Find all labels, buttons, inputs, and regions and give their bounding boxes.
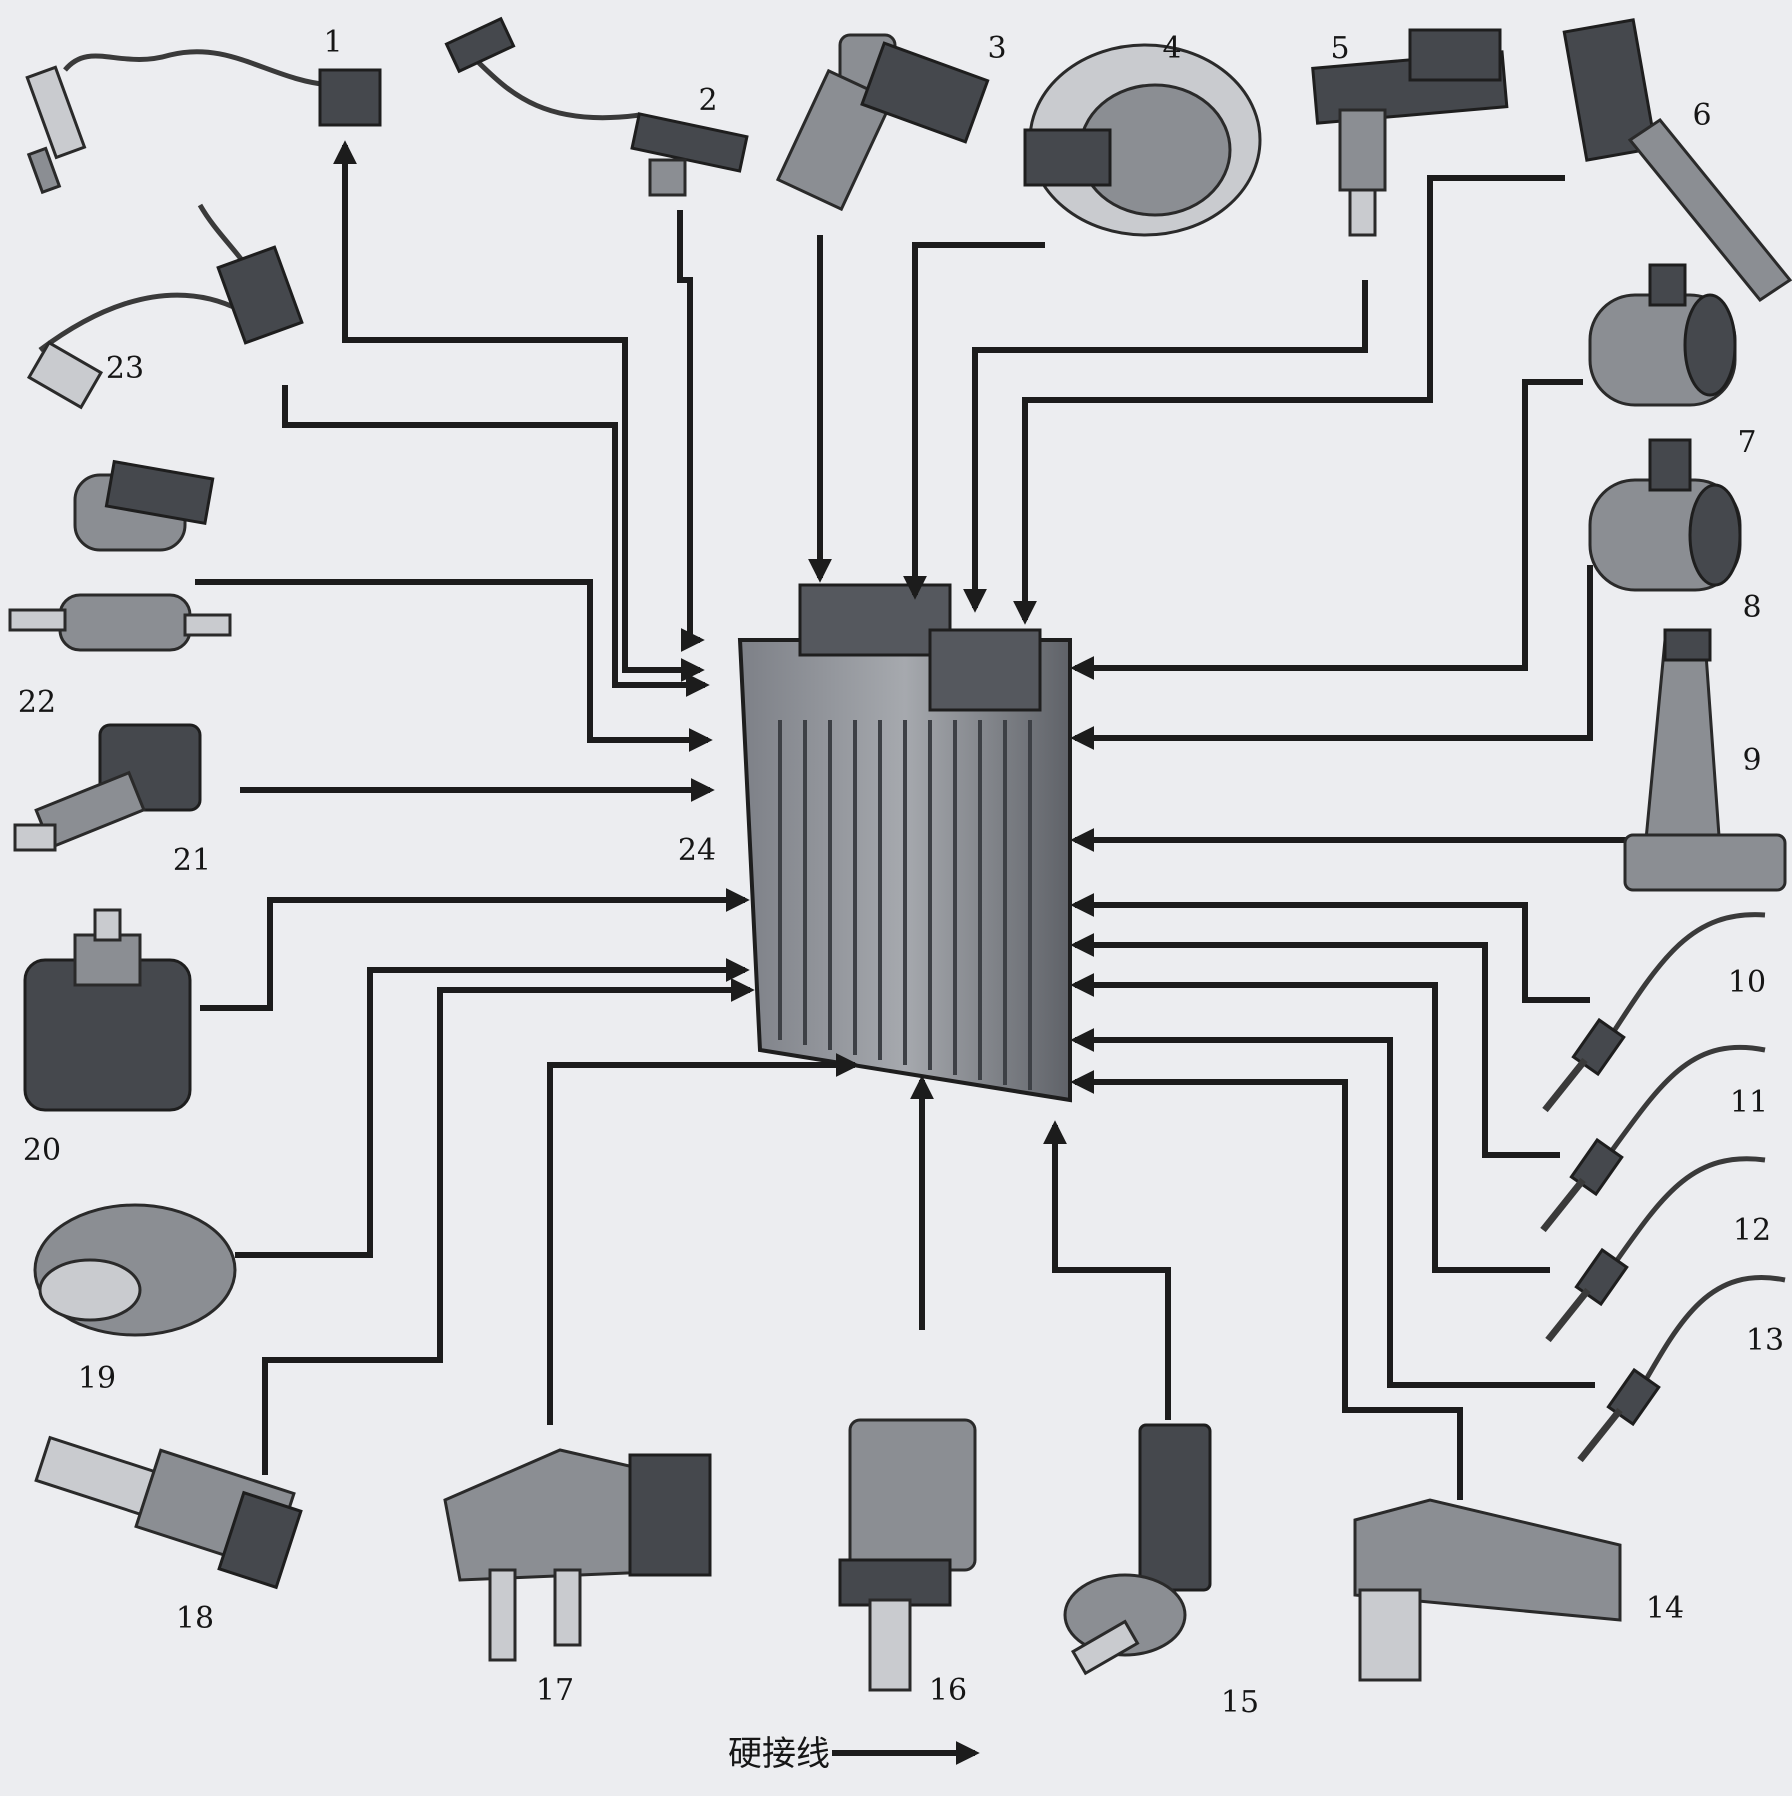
component-20-solenoid [23,908,192,1112]
label-9: 9 [1742,743,1761,778]
component-19-pressure-switch [33,1203,237,1337]
legend: 硬接线 [728,1734,980,1774]
component-4-valve [1023,43,1262,237]
label-3: 3 [987,31,1006,66]
label-21: 21 [173,843,211,878]
component-6-pedal [1562,18,1792,303]
label-19: 19 [78,1361,116,1396]
label-11: 11 [1730,1085,1768,1120]
label-8: 8 [1742,590,1761,625]
label-24-ecu: 24 [678,833,716,868]
label-15: 15 [1221,1685,1259,1720]
label-17: 17 [536,1673,574,1708]
label-13: 13 [1746,1323,1784,1358]
component-17-differential-pressure-sensor [443,1448,712,1662]
label-16: 16 [929,1673,967,1708]
component-5-pressure-sensor [1311,28,1509,237]
label-7: 7 [1737,425,1756,460]
label-12: 12 [1733,1213,1771,1248]
label-18: 18 [176,1601,214,1636]
label-20: 20 [23,1133,61,1168]
label-4: 4 [1162,31,1181,66]
label-2: 2 [698,83,717,118]
component-10-temperature-sensor [1542,912,1766,1113]
component-21-switch [13,723,202,852]
component-16-switch [838,1418,977,1692]
ecu-fins [778,720,1032,1090]
component-18-temperature-sensor [34,1435,303,1590]
component-13-temperature-sensor [1577,1275,1786,1463]
component-11-temperature-sensor [1540,1044,1766,1233]
component-1-oxygen-sensor [25,49,382,195]
component-7-flow-meter [1588,263,1737,407]
label-22: 22 [18,685,56,720]
component-15-speed-sensor [1063,1423,1212,1676]
component-23-oxygen-sensor [26,203,304,410]
legend-label: 硬接线 [728,1734,830,1774]
component-14-pressure-sensor [1353,1498,1622,1682]
component-3-sensor [775,33,990,212]
label-5: 5 [1330,31,1349,66]
component-12-temperature-sensor [1545,1156,1766,1343]
component-2-sensor [444,16,749,197]
component-22-valve [8,459,232,652]
component-9-level-sensor [1623,628,1787,892]
label-23: 23 [106,351,144,386]
label-10: 10 [1728,965,1766,1000]
wires [195,140,1630,1500]
label-14: 14 [1646,1591,1684,1626]
ecu-unit [737,583,1072,1103]
label-6: 6 [1692,98,1711,133]
label-1: 1 [323,25,342,60]
component-8-flow-meter [1588,438,1742,592]
